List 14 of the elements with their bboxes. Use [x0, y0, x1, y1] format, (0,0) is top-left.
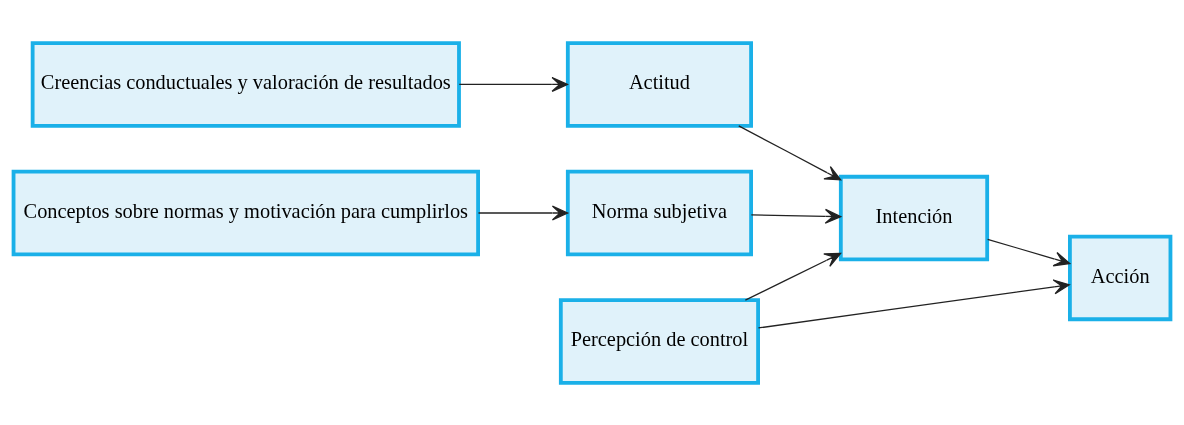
- arrow: [477, 205, 569, 220]
- arrow: [987, 238, 1071, 266]
- node-box: Conceptos sobre normas y motivación para cumplirlos: [11, 169, 480, 256]
- node-box: Actitud: [565, 40, 753, 128]
- arrow: [750, 208, 842, 224]
- arrow: [458, 76, 568, 92]
- node-box: Acción: [1068, 234, 1173, 321]
- node-box: Intención: [838, 174, 990, 261]
- node-box: Creencias conductuales y valoración de resultados: [30, 40, 461, 128]
- arrow: [757, 278, 1070, 329]
- arrow: [744, 252, 842, 301]
- node-box: Percepción de control: [558, 297, 760, 385]
- node-box: Norma subjetiva: [565, 169, 753, 256]
- arrow: [738, 124, 842, 180]
